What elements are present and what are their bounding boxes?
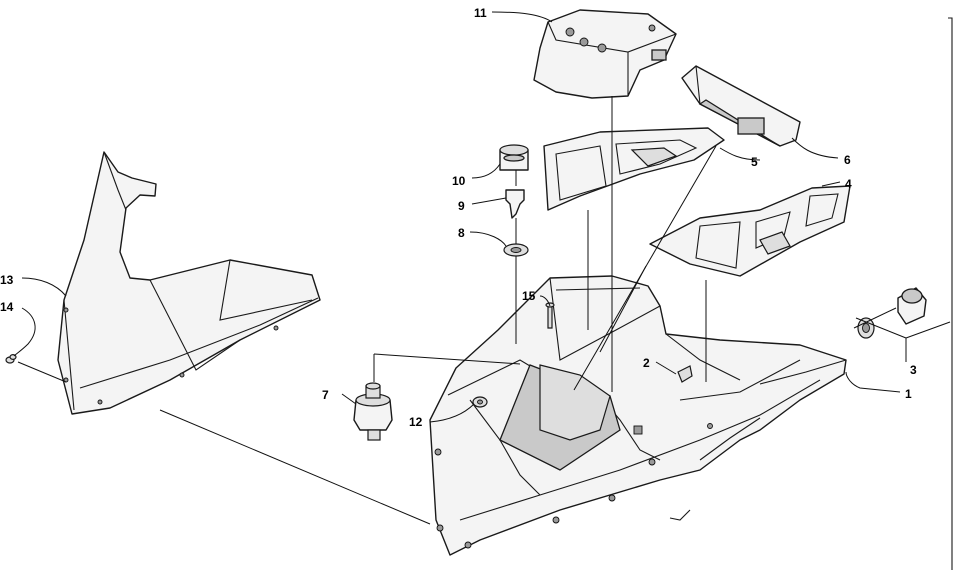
callout-13: 13 [0,273,14,287]
callout-11: 11 [474,6,487,20]
part-8-ring-nut [503,243,529,257]
part-13-windshield [57,151,321,415]
part-1-hood [429,275,847,556]
frame-border [948,17,953,570]
callout-3: 3 [910,363,917,377]
part-5-grille [543,127,725,211]
callout-7: 7 [322,388,329,402]
callout-1: 1 [905,387,912,401]
part-6-gauge-module [681,65,801,147]
part-12-nut [472,396,488,408]
part-10-cap [499,144,529,171]
callout-10: 10 [452,174,466,188]
callout-4: 4 [845,177,852,191]
callout-12: 12 [409,415,423,429]
callout-5: 5 [751,155,758,169]
callout-8: 8 [458,226,465,240]
callout-labels: 11 6 5 4 10 9 8 13 14 15 3 2 1 7 12 [0,6,917,429]
callout-14: 14 [0,300,14,314]
part-2-clip [677,365,693,383]
part-11-upper-housing [533,9,677,99]
part-7-ignition-switch [353,382,393,441]
part-3-power-outlet [857,287,927,339]
callout-6: 6 [844,153,851,167]
callout-15: 15 [522,289,536,303]
part-14-screw [5,354,17,364]
callout-9: 9 [458,199,465,213]
leader-lines [13,11,951,525]
callout-2: 2 [643,356,650,370]
part-4-grille [649,185,851,277]
part-9-key [505,189,525,219]
